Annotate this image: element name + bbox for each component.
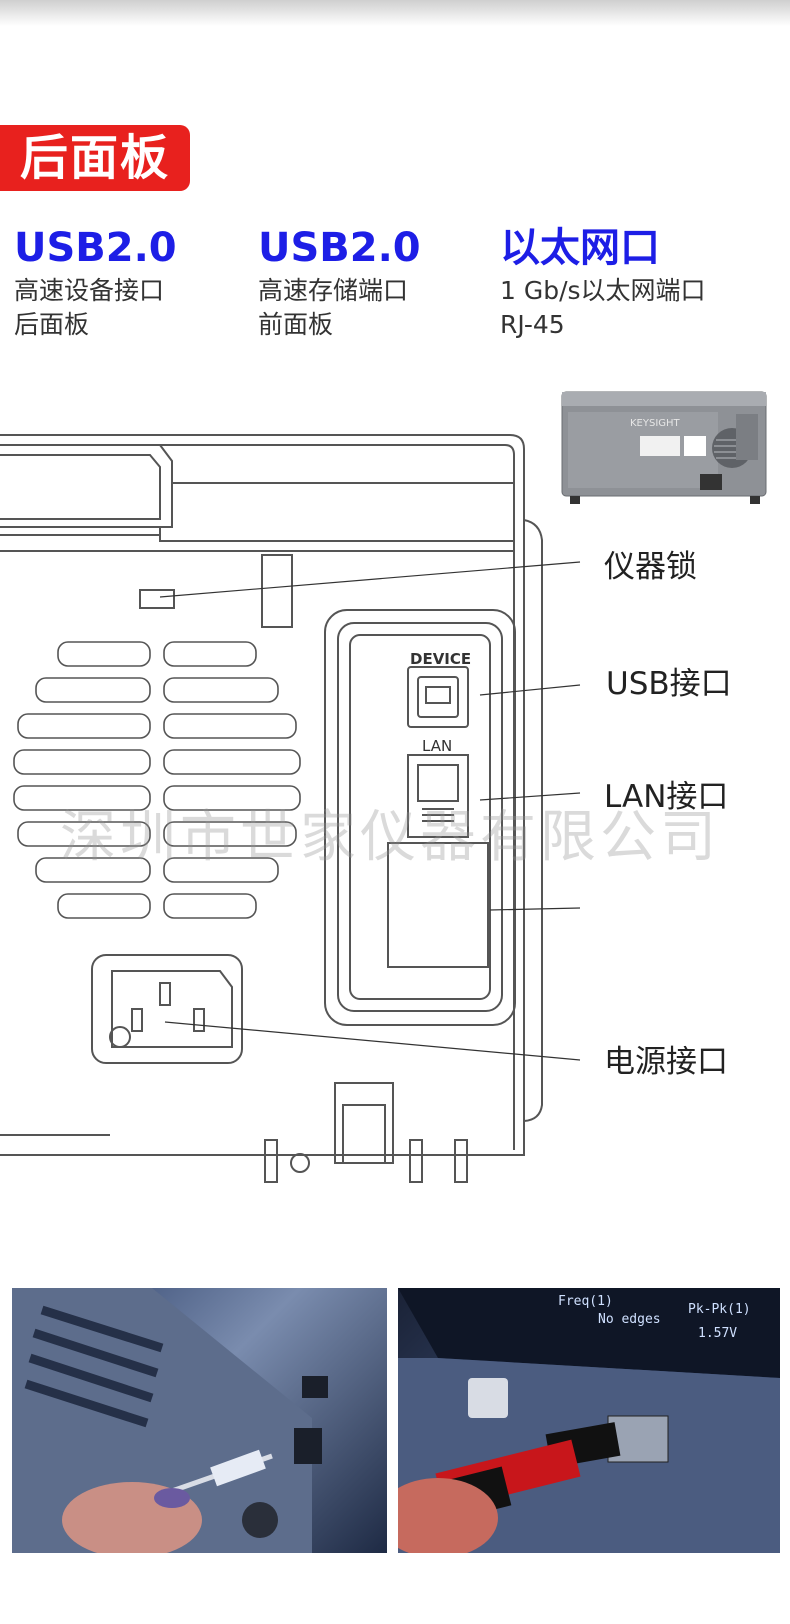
device-port-label: DEVICE [410, 650, 471, 668]
screen-label-pkpk: Pk-Pk(1) [688, 1302, 751, 1317]
callout-usb: USB接口 [606, 666, 732, 702]
feature-usb-device: USB2.0 高速设备接口 后面板 [14, 222, 177, 342]
screen-value-volts: 1.57V [698, 1326, 738, 1341]
section-title-badge: 后面板 [0, 125, 190, 191]
feature-heading: USB2.0 [258, 225, 421, 271]
top-shadow [0, 0, 790, 26]
rear-panel-diagram: DEVICE LAN [0, 434, 543, 1183]
callout-lan: LAN接口 [604, 779, 729, 815]
feature-line: 后面板 [14, 310, 90, 339]
watermark-text: 深圳市世家仪器有限公司 [60, 805, 720, 870]
callout-power: 电源接口 [604, 1044, 728, 1080]
feature-heading: 以太网口 [500, 225, 660, 271]
feature-ethernet: 以太网口 1 Gb/s以太网端口 RJ-45 [500, 222, 706, 342]
feature-line: 高速设备接口 [14, 276, 165, 305]
feature-usb-storage: USB2.0 高速存储端口 前面板 [258, 222, 421, 342]
photo-usb-illustration [398, 1288, 780, 1553]
screen-value-edges: No edges [598, 1312, 661, 1327]
screen-label-freq: Freq(1) [558, 1294, 613, 1309]
lan-port-label: LAN [422, 737, 452, 755]
brand-label: KEYSIGHT [630, 418, 681, 429]
feature-line: 高速存储端口 [258, 276, 409, 305]
instrument-thumbnail: KEYSIGHT [561, 391, 767, 504]
feature-line: 前面板 [258, 310, 334, 339]
feature-heading: USB2.0 [14, 225, 177, 271]
callout-lock: 仪器锁 [604, 549, 697, 585]
photo-usb-connection: Freq(1) Pk-Pk(1) No edges 1.57V [398, 1288, 780, 1553]
photo-lan-illustration [12, 1288, 328, 1553]
feature-line: RJ-45 [500, 310, 565, 339]
photo-lan-connection [12, 1288, 387, 1553]
feature-line: 1 Gb/s以太网端口 [500, 276, 706, 305]
callout-lines [159, 561, 581, 1061]
